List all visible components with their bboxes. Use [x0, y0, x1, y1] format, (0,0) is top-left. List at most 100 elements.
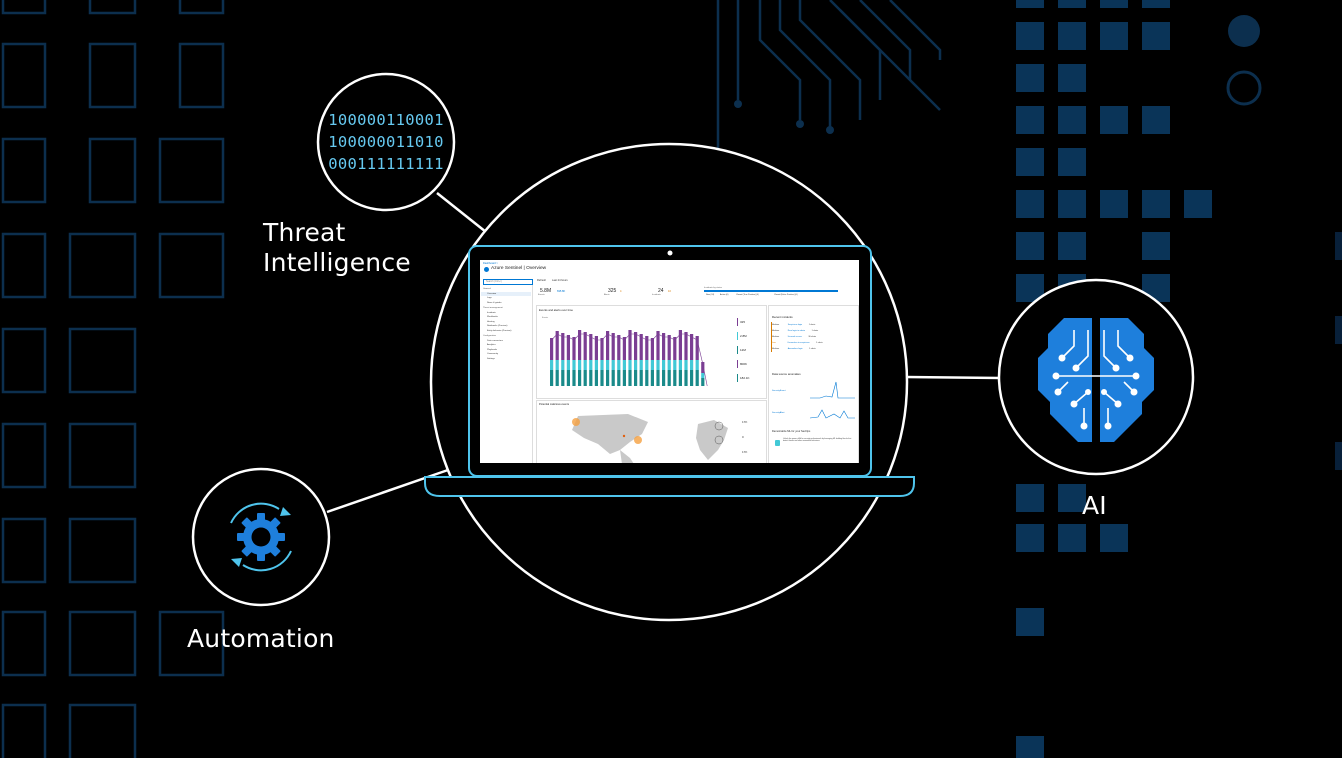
connector-threat: [436, 192, 487, 233]
recent-incidents-title: Recent incidents: [772, 315, 793, 319]
incident-name: Anomalous login: [787, 348, 803, 350]
chart-bar-segment: [600, 360, 604, 370]
chart-bar-segment: [634, 370, 638, 386]
chart-bar-segment: [561, 370, 565, 386]
sidebar-item-analytics[interactable]: Analytics: [487, 344, 496, 346]
map-panel: [536, 400, 767, 463]
chart-bar-segment: [594, 370, 598, 386]
incident-row[interactable]: Low Connection to suspicious 1 alerts: [772, 342, 823, 344]
anomaly-row-1[interactable]: SecurityEvent: [772, 390, 786, 392]
incident-row[interactable]: Medium Rare login to admin 1 alerts: [772, 330, 818, 332]
chart-bar-segment: [578, 370, 582, 386]
chart-bar-segment: [606, 360, 610, 370]
kpi-incidents-value: 24: [658, 288, 664, 294]
threat-map: [572, 414, 728, 463]
sidebar-item-workbooks[interactable]: Workbooks: [487, 316, 498, 318]
chart-bar-segment: [555, 370, 559, 386]
incident-count: 1 alerts: [816, 342, 823, 344]
sidebar-item-community[interactable]: Community: [487, 353, 499, 355]
refresh-button[interactable]: Refresh: [537, 279, 547, 282]
sidebar-item-entity[interactable]: Entity behavior (Preview): [487, 329, 512, 332]
sidebar-section-config: Configuration: [483, 335, 497, 337]
kpi-incidents-label: Incidents: [652, 294, 661, 296]
chart-bar-segment: [606, 331, 610, 360]
incident-row[interactable]: Medium Suspicious login 1 alerts: [772, 324, 815, 326]
incident-count: 1 alerts: [811, 330, 819, 332]
chart-bar-segment: [645, 360, 649, 370]
incident-severity: Medium: [772, 348, 780, 350]
chart-bar-segment: [611, 370, 615, 386]
threat-circle: [316, 72, 456, 212]
chart-bar-segment: [695, 360, 699, 370]
events-chart-ylabel: Events: [542, 317, 549, 319]
sidebar-item-overview[interactable]: Overview: [487, 292, 497, 295]
ml-text: Unlock the power of AI for security prof…: [783, 438, 852, 443]
binary-line-2: 100000011010: [328, 133, 444, 151]
chart-bar-segment: [555, 360, 559, 370]
sidebar-item-connectors[interactable]: Data connectors: [487, 339, 503, 342]
incident-name: Suspicious login: [787, 324, 803, 326]
incident-severity: Medium: [772, 336, 780, 338]
chart-bar-segment: [628, 360, 632, 370]
stat-marker: [737, 374, 739, 382]
ml-title: Democratize ML for your SecOps: [772, 430, 811, 433]
chart-bar-segment: [662, 333, 666, 360]
chart-bar-segment: [600, 338, 604, 360]
chart-bar-segment: [684, 332, 688, 360]
sidebar-item-hunting[interactable]: Hunting: [487, 320, 495, 323]
connector-ai: [905, 375, 1001, 380]
right-edge-tiles: [1335, 232, 1342, 470]
chart-bar-segment: [622, 370, 626, 386]
chart-bar-segment: [611, 333, 615, 360]
incident-count: 1 alerts: [808, 324, 816, 326]
chart-bar-segment: [572, 370, 576, 386]
ai-circle: [997, 278, 1195, 476]
chart-bar-segment: [690, 360, 694, 370]
chart-bar-segment: [695, 336, 699, 360]
incident-status-label: Incidents by status: [704, 287, 723, 289]
flask-icon: [775, 440, 780, 446]
sidebar-item-news[interactable]: News & guides: [487, 301, 502, 304]
chart-bar-segment: [690, 334, 694, 360]
incident-severity: Low: [772, 342, 776, 344]
events-chart-title: Events and alerts over time: [539, 308, 573, 312]
legend-closed-true: Closed (True Positive) (0): [736, 294, 759, 296]
incident-row[interactable]: Medium Anomalous login 1 alerts: [772, 348, 816, 350]
chart-bar-segment: [678, 370, 682, 386]
chart-bar-segment: [656, 370, 660, 386]
incident-row[interactable]: Medium Unusual access 36 alerts: [772, 336, 816, 338]
sidebar-item-settings[interactable]: Settings: [487, 357, 495, 360]
threat-intelligence-label: Threat Intelligence: [263, 218, 411, 278]
anomaly-row-2[interactable]: SecurityAlert: [772, 412, 785, 414]
chart-bar-segment: [555, 331, 559, 360]
incident-name: Rare login to admin: [787, 330, 806, 332]
circuit-dots: [734, 15, 1260, 134]
chart-bar-segment: [662, 370, 666, 386]
chart-bar-segment: [684, 370, 688, 386]
sidebar-item-incidents[interactable]: Incidents: [487, 311, 496, 314]
search-input[interactable]: Search (Ctrl+/): [483, 279, 533, 285]
incident-name: Connection to suspicious: [787, 342, 810, 344]
incident-status-bar: [704, 290, 838, 292]
sidebar-section-general: General: [483, 288, 491, 290]
side-stat-4: 800K: [740, 362, 748, 366]
sidebar-item-logs[interactable]: Logs: [487, 297, 492, 299]
kpi-alerts-label: Alerts: [604, 294, 610, 296]
sidebar-section-threat: Threat management: [483, 307, 503, 309]
chart-bar-segment: [611, 360, 615, 370]
time-range-select[interactable]: Last 24 hours: [552, 279, 568, 282]
sidebar-item-playbooks[interactable]: Playbooks: [487, 348, 498, 351]
incident-name: Unusual access: [787, 336, 802, 338]
sidebar-item-notebooks[interactable]: Notebooks (Preview): [487, 325, 508, 327]
decor-ring: [1226, 70, 1262, 106]
chart-bar-segment: [634, 360, 638, 370]
breadcrumb[interactable]: Dashboard >: [483, 262, 498, 265]
chart-bar-segment: [673, 337, 677, 360]
chart-bar-segment: [650, 338, 654, 360]
chart-bar-segment: [656, 331, 660, 360]
chart-bar-segment: [639, 360, 643, 370]
legend-new: New (24): [706, 294, 715, 296]
side-stat-3: 12M: [740, 348, 746, 352]
left-tile-outlines: [1, 0, 225, 758]
